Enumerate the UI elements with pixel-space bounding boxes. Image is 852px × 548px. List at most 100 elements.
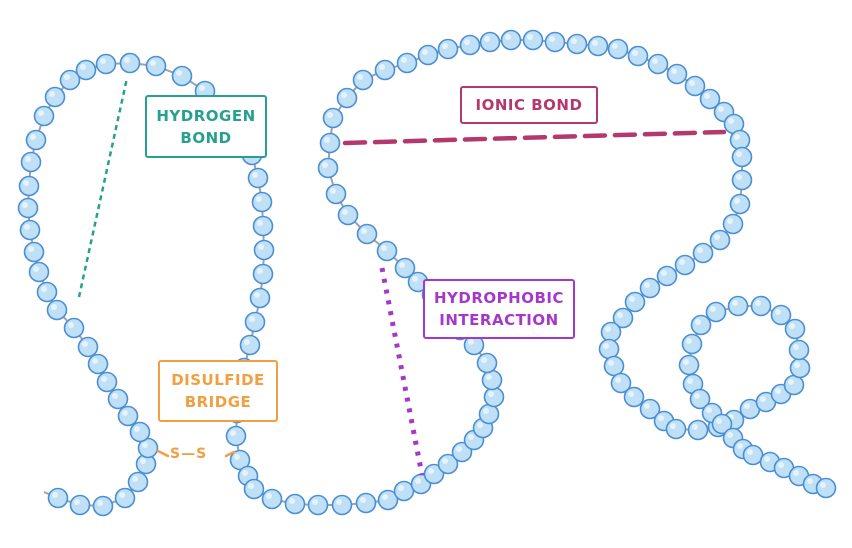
bead-highlight	[252, 172, 258, 178]
amino-acid-bead	[171, 65, 193, 87]
amino-acid-bead	[356, 223, 378, 245]
ionic-bond-label: IONIC BOND	[460, 86, 598, 124]
bead-highlight	[248, 483, 254, 489]
disulfide-bridge-label: DISULFIDE BRIDGE	[158, 360, 278, 422]
amino-acid-bead	[687, 419, 709, 441]
bond-lines	[77, 77, 727, 476]
bead-highlight	[134, 426, 140, 432]
bead-highlight	[615, 377, 621, 383]
bead-highlight	[257, 268, 263, 274]
amino-acid-bead	[481, 369, 503, 391]
amino-acid-bead	[789, 357, 811, 379]
amino-acid-bead	[95, 53, 117, 75]
bead-highlight	[97, 500, 103, 506]
bead-highlight	[477, 422, 483, 428]
bead-highlight	[249, 316, 255, 322]
bead-highlight	[760, 396, 766, 402]
bead-highlight	[744, 403, 750, 409]
amino-acid-bead	[396, 52, 418, 74]
bead-highlight	[671, 68, 677, 74]
amino-acid-bead	[119, 52, 141, 74]
amino-acid-bead	[603, 355, 625, 377]
bead-highlight	[486, 374, 492, 380]
bead-highlight	[132, 476, 138, 482]
bead-highlight	[234, 454, 240, 460]
amino-acid-bead	[692, 242, 714, 264]
bead-highlight	[49, 91, 55, 97]
bead-highlight	[468, 339, 474, 345]
amino-acid-bead	[647, 53, 669, 75]
bead-highlight	[661, 270, 667, 276]
amino-acid-bead	[788, 339, 810, 361]
ionic-bond-line	[342, 129, 727, 146]
amino-acid-beads	[17, 29, 837, 517]
amino-acid-bead	[483, 386, 505, 408]
amino-acid-bead	[352, 69, 374, 91]
bead-highlight	[360, 497, 366, 503]
bead-highlight	[74, 499, 80, 505]
bead-highlight	[327, 112, 333, 118]
amino-acid-bead	[44, 86, 66, 108]
amino-acid-bead	[522, 29, 544, 51]
bead-highlight	[381, 245, 387, 251]
amino-acid-bead	[374, 59, 396, 81]
bead-highlight	[694, 393, 700, 399]
bead-highlight	[64, 74, 70, 80]
bead-highlight	[737, 443, 743, 449]
amino-acid-bead	[145, 55, 167, 77]
amino-acid-bead	[225, 425, 247, 447]
bead-highlight	[122, 410, 128, 416]
amino-acid-bead	[709, 229, 731, 251]
amino-acid-bead	[459, 34, 481, 56]
amino-acid-bead	[92, 495, 114, 517]
amino-acid-bead	[815, 477, 837, 499]
bead-highlight	[142, 442, 148, 448]
bead-highlight	[644, 282, 650, 288]
bead-highlight	[747, 449, 753, 455]
amino-acid-bead	[678, 354, 700, 376]
bead-highlight	[244, 339, 250, 345]
bead-highlight	[793, 344, 799, 350]
amino-acid-bead	[25, 129, 47, 151]
bead-highlight	[399, 262, 405, 268]
bead-highlight	[30, 134, 36, 140]
bead-highlight	[256, 196, 262, 202]
hydrophobic-interaction-label: HYDROPHOBIC INTERACTION	[423, 279, 575, 339]
hydrogen-bond-label-line-1: HYDROGEN	[156, 106, 256, 125]
bead-highlight	[764, 456, 770, 462]
hydrogen-bond-label-line-2: BOND	[180, 128, 232, 147]
bead-highlight	[807, 478, 813, 484]
bead-highlight	[442, 43, 448, 49]
bead-highlight	[629, 296, 635, 302]
amino-acid-bead	[47, 487, 69, 509]
bead-highlight	[736, 151, 742, 157]
bead-highlight	[289, 498, 295, 504]
bead-highlight	[736, 174, 742, 180]
disulfide-connector-right	[224, 450, 236, 458]
amino-acid-bead	[722, 213, 744, 235]
bead-highlight	[679, 259, 685, 265]
bead-highlight	[687, 378, 693, 384]
amino-acid-bead	[742, 444, 764, 466]
bead-highlight	[794, 362, 800, 368]
bead-highlight	[342, 209, 348, 215]
bead-highlight	[710, 306, 716, 312]
bead-highlight	[124, 57, 130, 63]
amino-acid-bead	[252, 215, 274, 237]
amino-acid-bead	[337, 204, 359, 226]
bead-highlight	[755, 300, 761, 306]
bead-highlight	[689, 80, 695, 86]
amino-acid-bead	[437, 38, 459, 60]
bead-highlight	[341, 92, 347, 98]
amino-acid-bead	[19, 219, 41, 241]
ionic-bond-label-text: IONIC BOND	[475, 96, 583, 114]
bead-highlight	[464, 39, 470, 45]
amino-acid-bead	[729, 193, 751, 215]
hydrogen-bond-line	[77, 77, 129, 298]
disulfide-connector-left	[156, 449, 170, 458]
amino-acid-bead	[731, 146, 753, 168]
amino-acid-bead	[87, 353, 109, 375]
amino-acid-bead	[566, 33, 588, 55]
amino-acid-bead	[681, 333, 703, 355]
